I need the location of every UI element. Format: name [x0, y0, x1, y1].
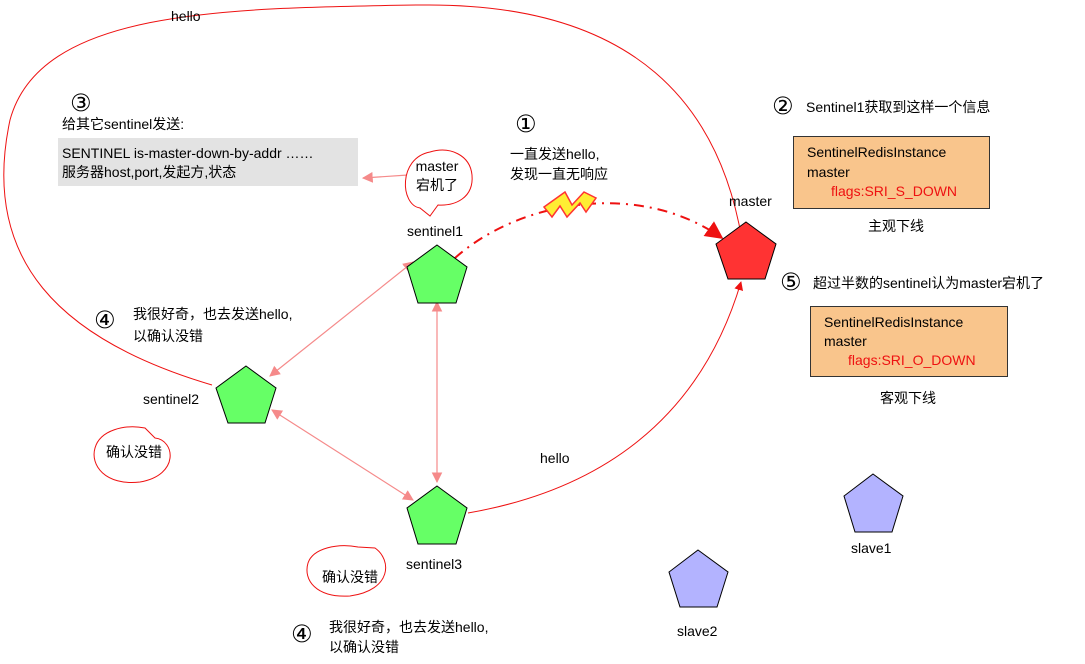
step2-text: Sentinel1获取到这样一个信息 — [806, 99, 991, 115]
odown-caption: 客观下线 — [880, 390, 936, 406]
bubble-sentinel3-text: 确认没错 — [322, 569, 378, 585]
odown-line1: SentinelRedisInstance — [824, 314, 964, 330]
bubble-sentinel1-shape — [405, 149, 473, 217]
sdown-line2: master — [807, 164, 850, 180]
sentinel3-node — [406, 485, 468, 545]
bubble-sentinel2-shape — [93, 426, 171, 483]
command-line1: SENTINEL is-master-down-by-addr …… — [62, 145, 314, 161]
command-box: SENTINEL is-master-down-by-addr …… 服务器ho… — [58, 138, 358, 186]
hello-loop-sentinel2-master — [3, 4, 746, 386]
step3-text: 给其它sentinel发送: — [62, 116, 185, 132]
slave2-node — [668, 549, 729, 608]
sentinel2-node — [215, 365, 277, 424]
step4b-line2: 以确认没错 — [329, 639, 399, 655]
hello-label-bottom: hello — [540, 450, 570, 466]
master-label: master — [729, 193, 772, 209]
step2-number: ② — [772, 92, 794, 120]
arrow-sentinel1-sentinel2 — [269, 261, 414, 377]
sentinel1-node — [406, 244, 468, 304]
hello-sentinel1-master — [454, 202, 724, 259]
slave1-node — [843, 473, 904, 533]
odown-box: SentinelRedisInstance master flags:SRI_O… — [810, 306, 1008, 377]
step3-number: ③ — [70, 89, 92, 117]
command-line2: 服务器host,port,发起方,状态 — [62, 164, 237, 180]
slave2-label: slave2 — [677, 623, 718, 639]
step1-number: ① — [515, 110, 537, 138]
sentinel3-label: sentinel3 — [406, 556, 463, 572]
step4a-number: ④ — [94, 306, 116, 334]
step4b-line1: 我很好奇，也去发送hello, — [329, 619, 489, 635]
step1-line2: 发现一直无响应 — [510, 166, 608, 182]
step4a-line1: 我很好奇，也去发送hello, — [133, 306, 293, 322]
bubble-sentinel1-line2: 宕机了 — [416, 177, 458, 193]
step1-line1: 一直发送hello, — [510, 146, 600, 162]
sdown-flags: flags:SRI_S_DOWN — [831, 183, 958, 199]
lightning-icon — [542, 190, 598, 219]
sdown-line1: SentinelRedisInstance — [807, 144, 947, 160]
bubble-sentinel3-shape — [306, 545, 387, 597]
bubble-sentinel1-line1: master — [415, 158, 459, 174]
slave1-label: slave1 — [851, 540, 892, 556]
hello-label-top: hello — [171, 8, 201, 24]
master-node — [715, 221, 777, 280]
bubble-sentinel2-text: 确认没错 — [106, 444, 162, 460]
sentinel1-label: sentinel1 — [407, 223, 464, 239]
arrow-sentinel1-command — [361, 171, 409, 183]
sdown-caption: 主观下线 — [868, 218, 924, 234]
step5-number: ⑤ — [780, 268, 802, 296]
sdown-box: SentinelRedisInstance master flags:SRI_S… — [793, 136, 990, 209]
step5-text: 超过半数的sentinel认为master宕机了 — [813, 275, 1045, 291]
odown-flags: flags:SRI_O_DOWN — [848, 352, 976, 368]
arrow-sentinel2-sentinel3 — [271, 409, 414, 501]
step4a-line2: 以确认没错 — [133, 328, 203, 344]
sentinel2-label: sentinel2 — [143, 391, 200, 407]
odown-line2: master — [824, 333, 867, 349]
step4b-number: ④ — [291, 620, 313, 648]
hello-sentinel3-master — [467, 281, 744, 514]
